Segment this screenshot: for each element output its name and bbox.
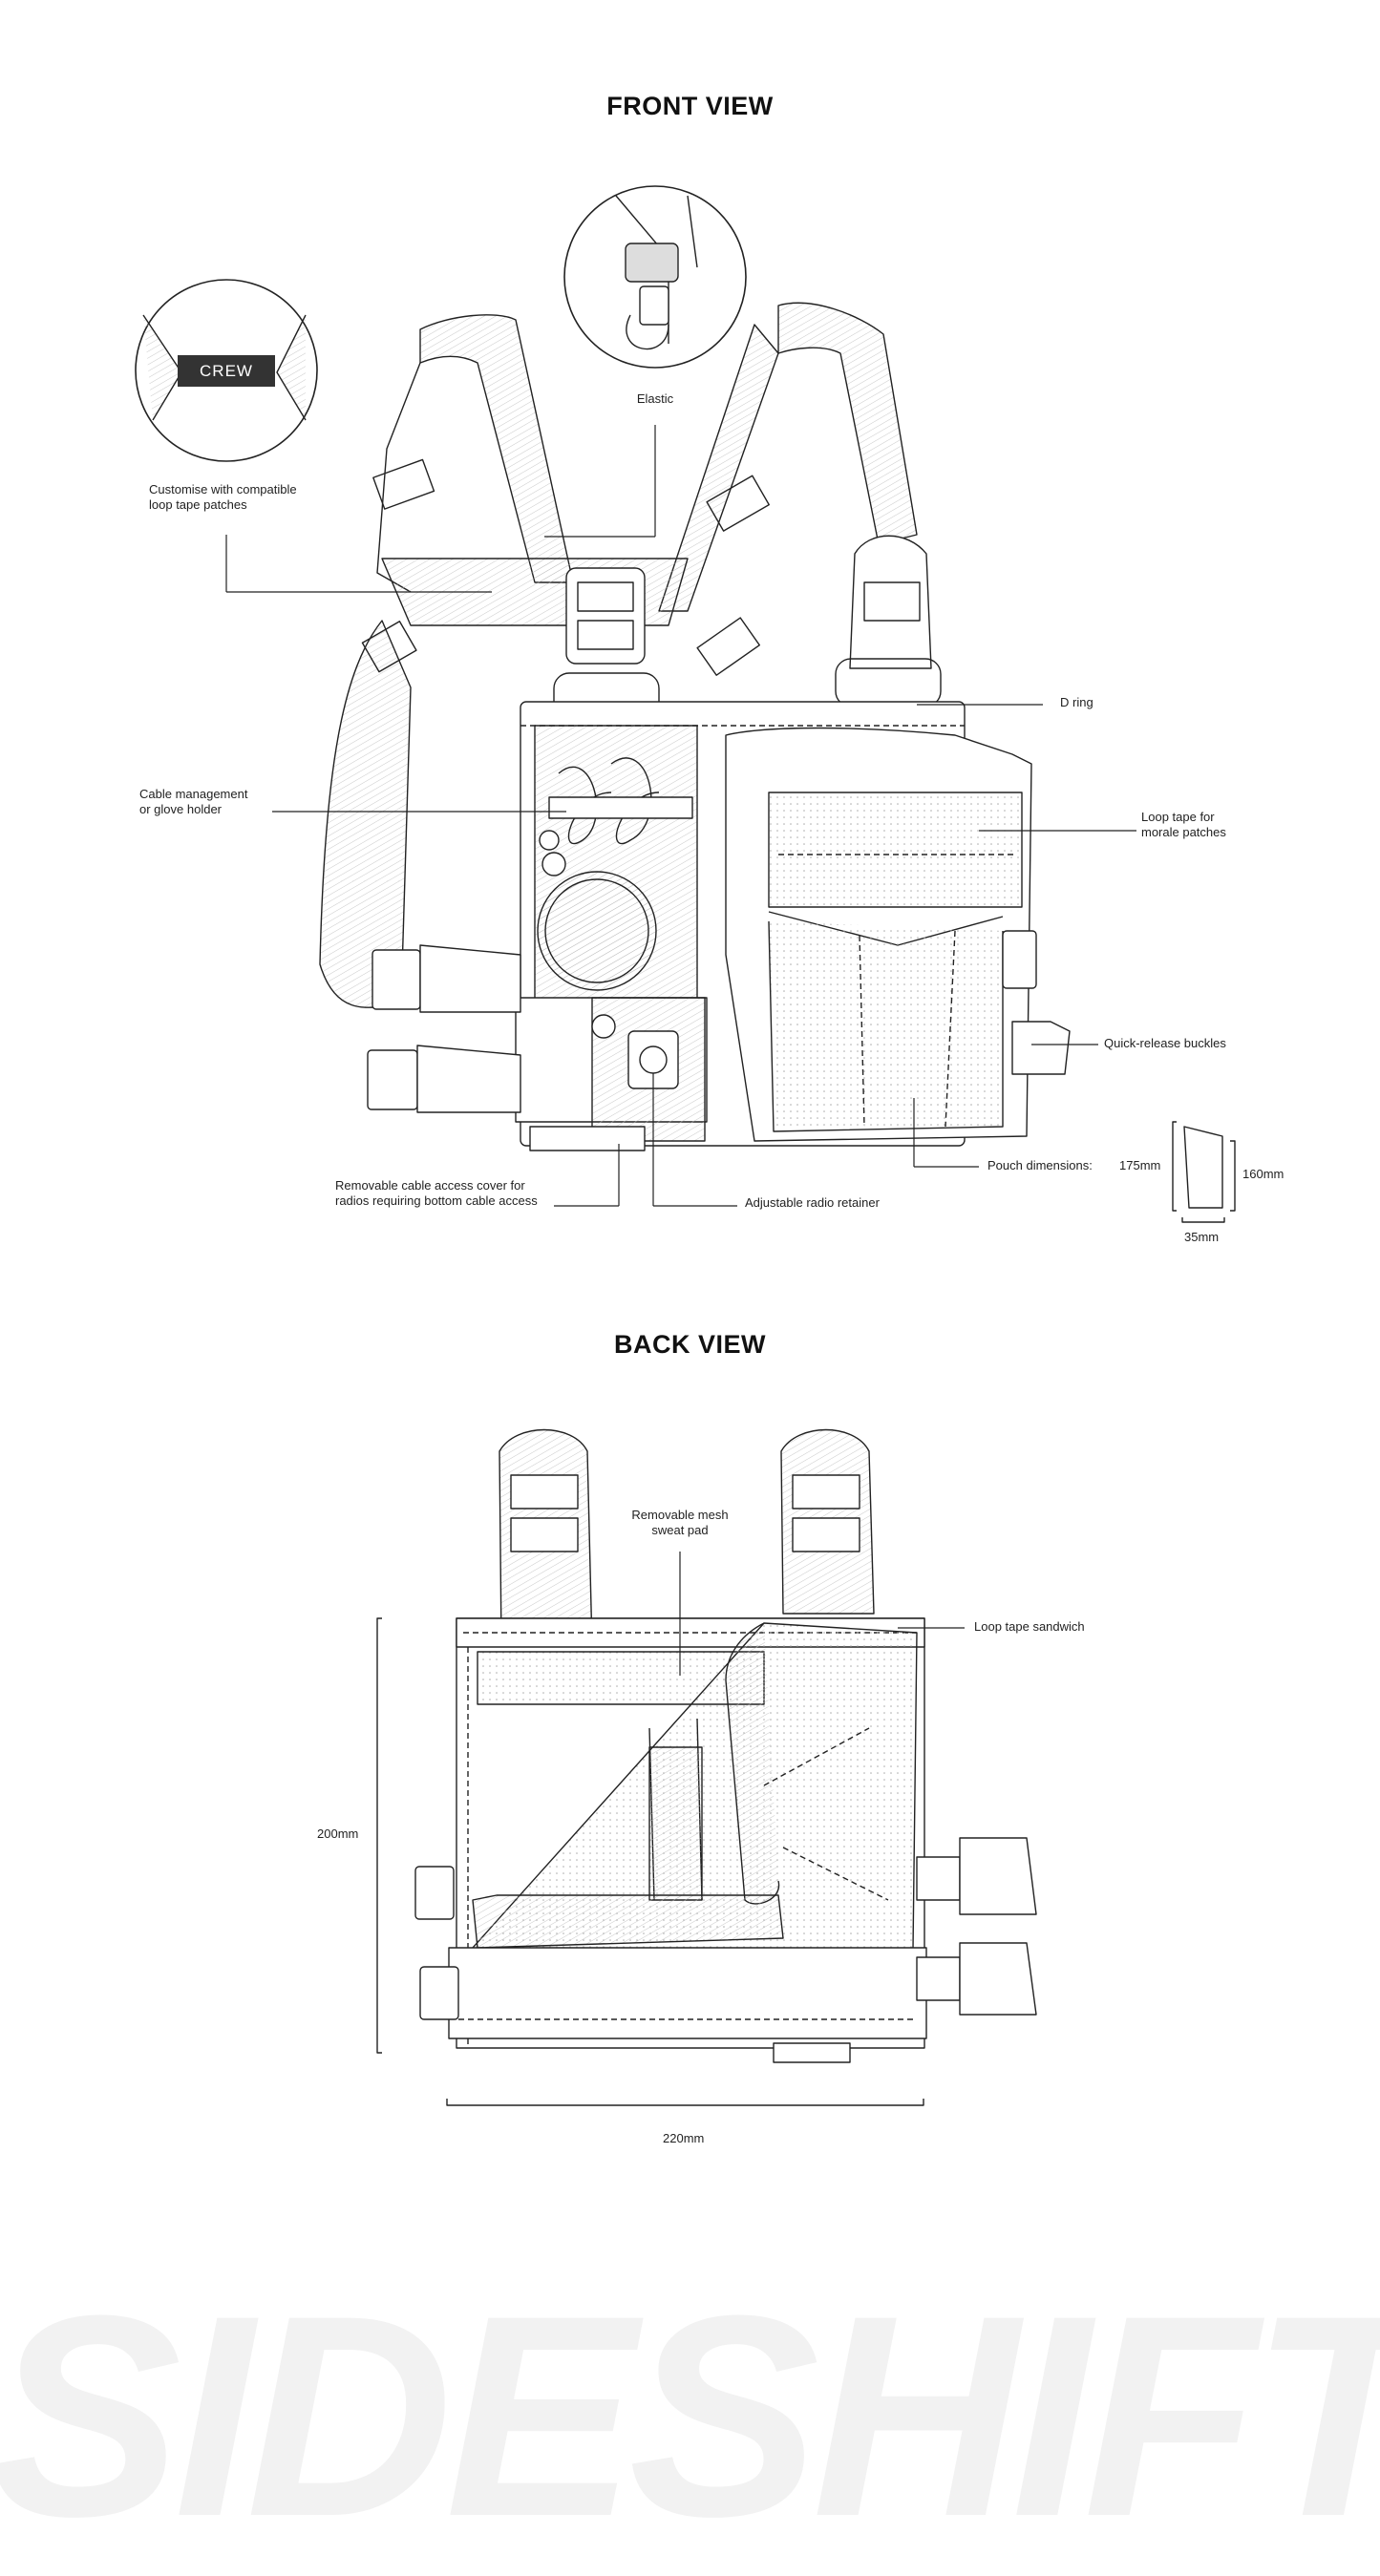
label-radio-retainer: Adjustable radio retainer (745, 1195, 880, 1210)
pouch-back-height-dimension: 160mm (1242, 1167, 1284, 1181)
label-d-ring: D ring (1060, 695, 1093, 709)
label-elastic: Elastic (636, 391, 674, 406)
label-pouch-dimensions: Pouch dimensions: (987, 1158, 1093, 1172)
left-shoulder-strap (419, 314, 574, 583)
label-quick-release-buckles: Quick-release buckles (1104, 1036, 1226, 1050)
label-cable-access-cover: Removable cable access cover for radios … (335, 1178, 538, 1208)
back-view-title: BACK VIEW (614, 1330, 766, 1359)
label-loop-tape-sandwich: Loop tape sandwich (974, 1619, 1085, 1634)
label-mesh-sweat-pad: Removable mesh sweat pad (631, 1508, 729, 1537)
label-loop-tape-morale: Loop tape for morale patches (1141, 810, 1226, 839)
front-view-title: FRONT VIEW (606, 92, 774, 120)
label-loop-tape-patches: Customise with compatible loop tape patc… (149, 482, 297, 512)
product-line-drawing (135, 185, 1236, 2106)
label-cable-management: Cable management or glove holder (139, 787, 248, 816)
right-shoulder-strap (777, 302, 918, 545)
crew-patch: CREW (178, 355, 275, 387)
back-height-dimension: 200mm (317, 1826, 359, 1841)
pouch-height-dimension: 175mm (1119, 1158, 1161, 1172)
pouch-depth-dimension: 35mm (1184, 1230, 1220, 1244)
back-width-dimension: 220mm (663, 2131, 705, 2145)
